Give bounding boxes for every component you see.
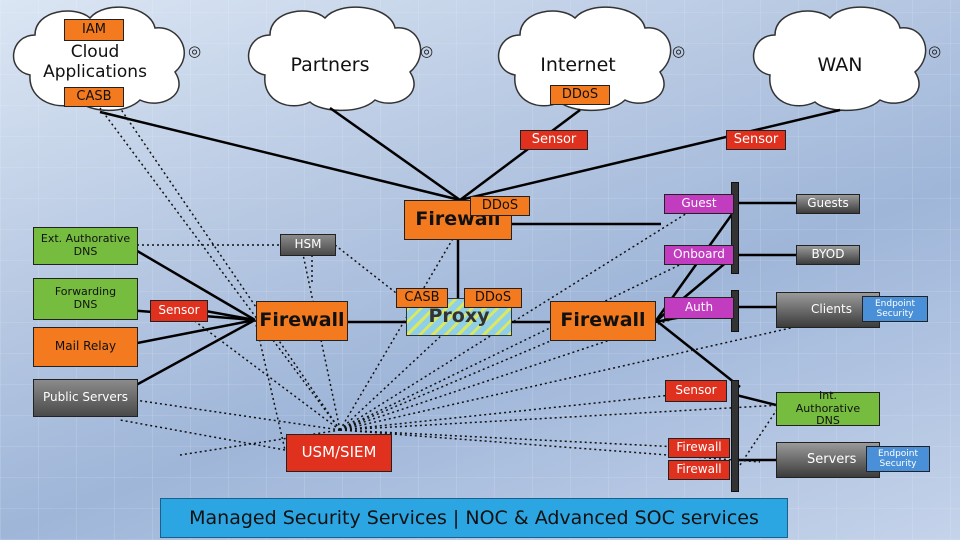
right-sensor: Sensor xyxy=(665,380,727,402)
switch-bar-top xyxy=(731,182,739,274)
cloud-applications-line1: Cloud xyxy=(70,42,120,62)
firewall-top-ddos-tag: DDoS xyxy=(470,196,530,216)
firewall-right: Firewall xyxy=(550,301,656,341)
firewall-left: Firewall xyxy=(256,301,348,341)
endpoint-security-servers: Endpoint Security xyxy=(866,446,930,472)
casb-cloud-tag: CASB xyxy=(64,87,124,107)
firewall-b-box: Firewall xyxy=(668,460,730,480)
managed-services-banner: Managed Security Services | NOC & Advanc… xyxy=(160,498,788,538)
cloud-shape-partners xyxy=(248,6,422,112)
iam-tag: IAM xyxy=(64,19,124,41)
mail-relay-box: Mail Relay xyxy=(33,327,138,367)
cloud-shape-internet xyxy=(498,6,672,112)
guests-box: Guests xyxy=(796,194,860,214)
int-dns-box: Int. Authorative DNS xyxy=(776,389,880,427)
guest-box: Guest xyxy=(664,194,734,214)
cloud-applications-line2: Applications xyxy=(43,62,147,82)
onboard-box: Onboard xyxy=(664,245,734,265)
partners-label: Partners xyxy=(290,54,370,76)
usm-siem-box: USM/SIEM xyxy=(286,434,392,472)
public-servers-box: Public Servers xyxy=(33,379,138,417)
wan-sensor: Sensor xyxy=(726,130,786,150)
endpoint-security-clients: Endpoint Security xyxy=(862,296,928,322)
firewall-right-label: Firewall xyxy=(560,309,646,332)
proxy-ddos-tag: DDoS xyxy=(464,288,522,308)
firewall-a-box: Firewall xyxy=(668,438,730,458)
forwarding-dns-box: Forwarding DNS xyxy=(33,278,138,320)
left-sensor: Sensor xyxy=(150,300,208,322)
cloud-swirl-icon: ◎ xyxy=(420,42,434,60)
byod-box: BYOD xyxy=(796,245,860,265)
firewall-left-label: Firewall xyxy=(259,309,345,332)
internet-sensor: Sensor xyxy=(520,130,588,150)
hsm-box: HSM xyxy=(280,234,336,256)
cloud-swirl-icon: ◎ xyxy=(672,42,686,60)
cloud-applications-label: Cloud Applications xyxy=(40,42,150,82)
cloud-shape-wan xyxy=(753,6,927,112)
wan-label: WAN xyxy=(817,54,863,76)
internet-label: Internet xyxy=(540,54,616,76)
switch-bar-bottom xyxy=(731,380,739,492)
proxy-casb-tag: CASB xyxy=(396,288,448,308)
proxy-label: Proxy xyxy=(428,305,490,328)
internet-ddos-tag: DDoS xyxy=(550,85,610,105)
cloud-swirl-icon: ◎ xyxy=(188,42,202,60)
ext-dns-box: Ext. Authorative DNS xyxy=(33,227,138,265)
cloud-swirl-icon: ◎ xyxy=(928,42,942,60)
auth-box: Auth xyxy=(664,297,734,319)
servers-box: Servers xyxy=(776,442,880,478)
